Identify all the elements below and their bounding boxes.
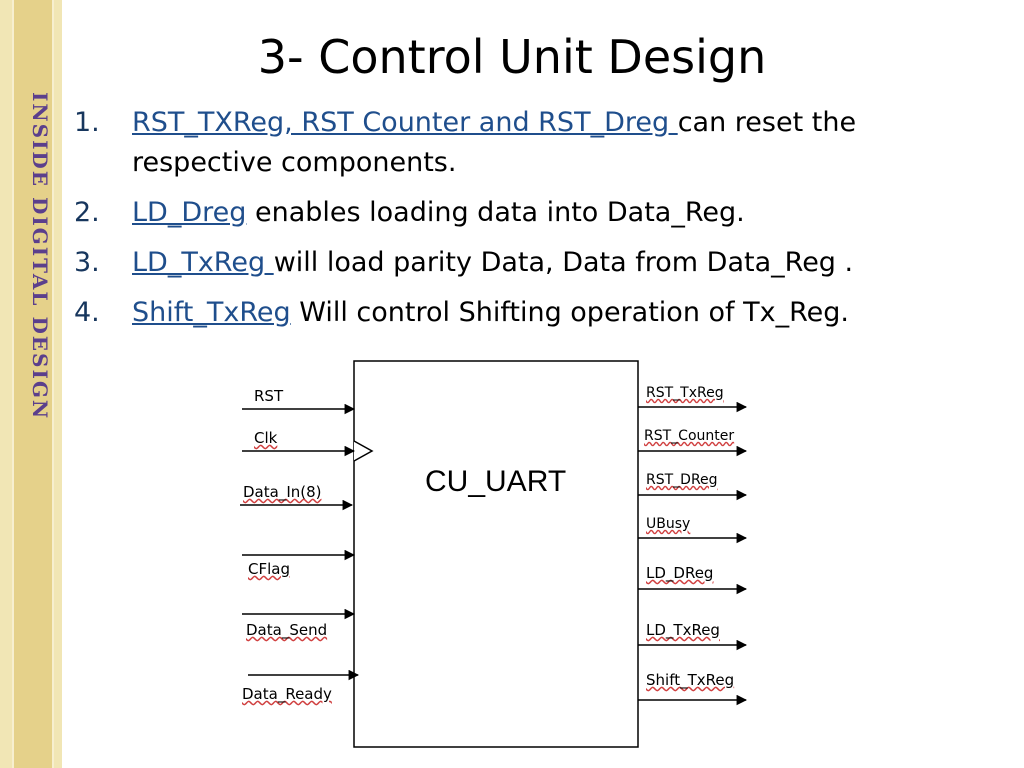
list-text: will load parity Data, Data from Data_Re…	[273, 247, 854, 278]
input-label: Data_In(8)	[243, 483, 322, 501]
output-label: UBusy	[646, 516, 691, 532]
cu-uart-block	[353, 360, 639, 748]
output-label: LD_DReg	[646, 564, 714, 582]
block-name: CU_UART	[425, 465, 567, 498]
list-item: 1. RST_TXReg, RST Counter and RST_Dreg c…	[74, 103, 1004, 183]
input-label: RST	[254, 387, 284, 405]
input-label: Clk	[254, 429, 278, 447]
list-number: 2.	[74, 197, 100, 228]
list-item: 3. LD_TxReg will load parity Data, Data …	[74, 243, 1004, 283]
output-label: LD_TxReg	[646, 621, 720, 639]
list-text: enables loading data into Data_Reg.	[246, 197, 745, 228]
sidebar-brand-text: INSIDE DIGITAL DESIGN	[28, 92, 52, 421]
diagram-lines	[240, 360, 748, 748]
output-label: Shift_TxReg	[646, 671, 735, 689]
slide-title: 3- Control Unit Design	[257, 30, 767, 84]
bullet-list: 1. RST_TXReg, RST Counter and RST_Dreg c…	[74, 103, 1004, 343]
list-link[interactable]: RST_TXReg, RST Counter and RST_Dreg	[132, 107, 678, 138]
input-label: Data_Send	[246, 621, 328, 639]
list-number: 4.	[74, 297, 100, 328]
list-link[interactable]: LD_Dreg	[132, 197, 247, 228]
cu-uart-diagram: CU_UART RST Clk Data_In(8) CFlag Data_Se…	[230, 355, 770, 755]
output-label: RST_DReg	[646, 472, 718, 488]
list-text: Will control Shifting operation of Tx_Re…	[290, 297, 849, 328]
list-link[interactable]: LD_TxReg	[132, 247, 274, 278]
list-text: can reset the respective components.	[132, 107, 857, 178]
clock-marker	[353, 440, 374, 462]
input-label: CFlag	[248, 560, 290, 578]
input-label: Data_Ready	[242, 685, 332, 703]
list-number: 1.	[74, 107, 100, 138]
list-number: 3.	[74, 247, 100, 278]
sidebar-band-inner	[12, 0, 54, 768]
output-label: RST_TxReg	[646, 385, 724, 401]
sidebar-band: INSIDE DIGITAL DESIGN	[0, 0, 62, 768]
list-item: 4. Shift_TxReg Will control Shifting ope…	[74, 293, 1004, 333]
list-item: 2. LD_Dreg enables loading data into Dat…	[74, 193, 1004, 233]
output-label: RST_Counter	[644, 428, 735, 444]
list-link[interactable]: Shift_TxReg	[132, 297, 291, 328]
